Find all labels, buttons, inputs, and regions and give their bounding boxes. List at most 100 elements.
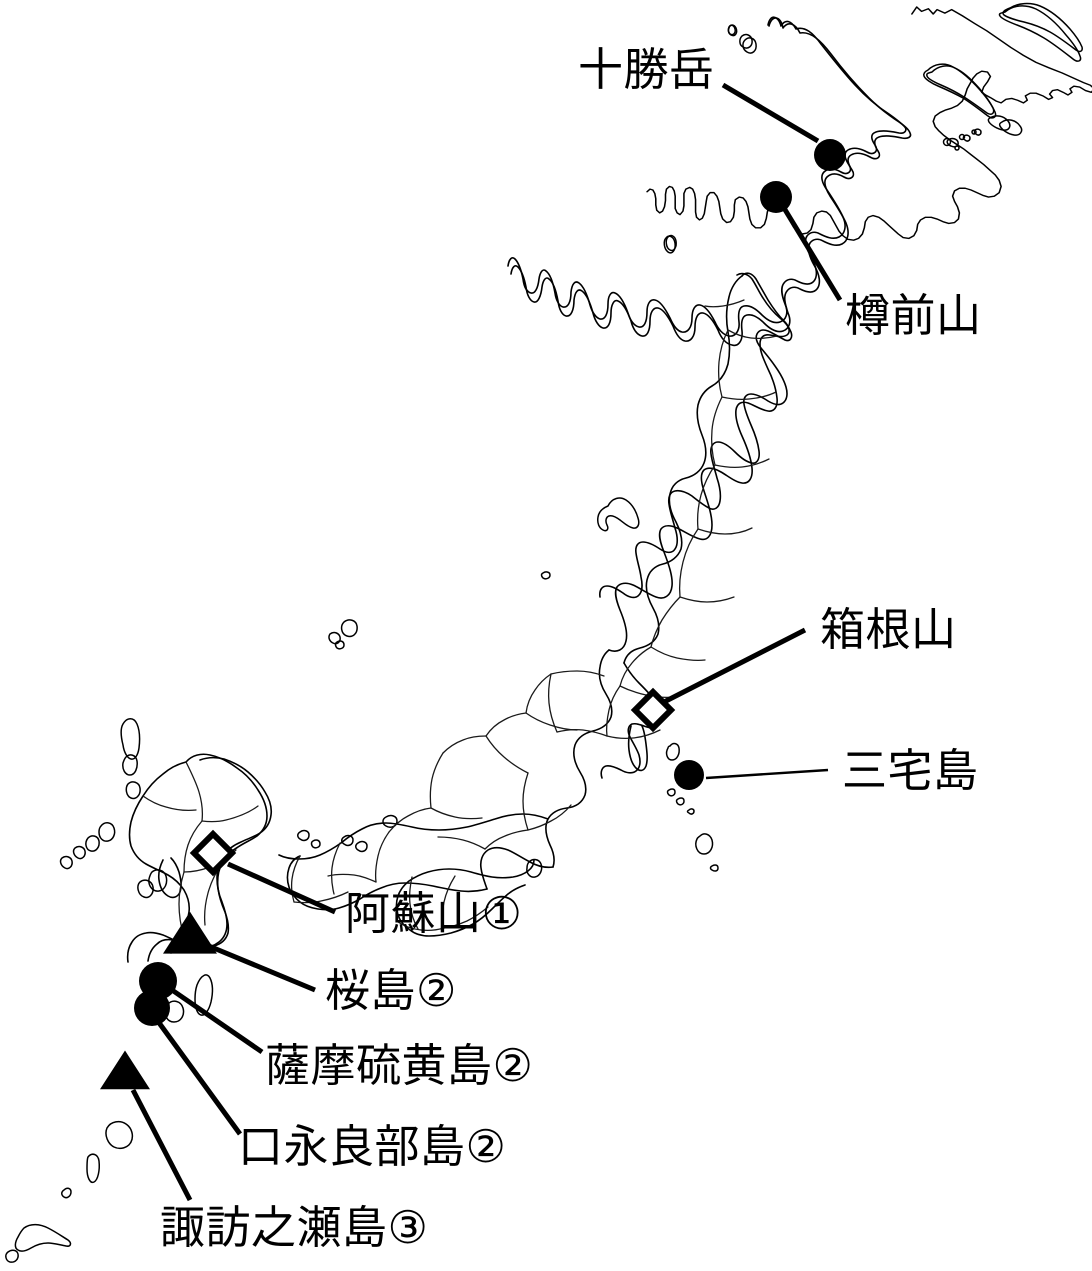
pref-line-15 [605, 685, 621, 737]
miyakejima-leader [705, 768, 829, 780]
sakurajima-leader [203, 941, 316, 993]
label-miyakejima: 三宅島 [842, 744, 979, 797]
island-etorofu [1002, 2, 1083, 53]
island-tokara-1 [105, 1120, 134, 1150]
region-chubu-kanto [545, 649, 613, 868]
seto-islet-3 [297, 829, 310, 842]
pref-line-2 [727, 329, 778, 340]
pref-line-7 [696, 464, 716, 530]
pref-line-21 [525, 712, 578, 731]
island-oshima [665, 742, 680, 761]
pref-line-34 [330, 842, 341, 895]
pref-line-10 [679, 596, 735, 603]
pref-line-36 [293, 891, 349, 904]
island-izu-small-4 [695, 833, 714, 855]
region-kinki-chugoku [479, 846, 554, 890]
seto-islet-2 [355, 840, 368, 853]
label-suwanosejima: 諏訪之瀬島③ [160, 1201, 429, 1254]
asosan-leader [226, 861, 337, 915]
island-tokara-3 [61, 1187, 72, 1199]
pref-line-13 [619, 646, 652, 687]
pref-line-3 [717, 329, 729, 398]
island-rebun [739, 33, 753, 49]
island-goto-3 [72, 845, 86, 860]
island-iki-real [125, 781, 141, 800]
hakoneyama-marker [630, 687, 676, 733]
pref-line-16 [606, 729, 661, 740]
island-amami [14, 1223, 72, 1252]
pref-line-20 [525, 673, 552, 714]
island-okushiri-final [663, 235, 676, 254]
tokachidake-leader [721, 82, 820, 144]
island-etorofu-final [998, 5, 1082, 62]
pref-line-28 [437, 836, 486, 850]
prefecture-boundaries [290, 299, 778, 932]
kyushu-pref-1 [185, 761, 204, 822]
island-izu-small-1 [666, 788, 676, 797]
region-tohoku [608, 272, 790, 652]
island-oki-2 [328, 631, 341, 645]
pref-line-40 [408, 876, 419, 930]
island-habomai-4 [954, 145, 960, 151]
island-kunashiri [926, 65, 995, 115]
island-kunashiri-final [923, 63, 997, 119]
hokkaido-island-final [510, 17, 912, 347]
izu-peninsula [627, 725, 648, 772]
island-izu-small-3 [686, 808, 695, 815]
volcano-markers [100, 139, 846, 1090]
label-hakoneyama: 箱根山 [820, 603, 957, 656]
pref-line-27 [484, 829, 529, 850]
miyakejima-marker [674, 760, 704, 790]
suwanosejima-leader [130, 1088, 193, 1202]
island-habomai-b [962, 134, 971, 142]
final-artwork [5, 5, 1082, 1263]
suwanosejima-marker [100, 1050, 150, 1090]
region-tohoku-east [623, 275, 743, 664]
pref-line-33 [327, 873, 377, 883]
label-asosan: 阿蘇山① [345, 887, 523, 940]
island-goto-1 [98, 822, 116, 842]
pref-line-37 [441, 875, 456, 929]
pref-line-24 [442, 735, 487, 754]
kuchinoerabujima-leader [154, 1018, 243, 1136]
hokkaido-coastline [646, 6, 1092, 241]
hokkaido-main [507, 16, 907, 337]
pref-line-23 [485, 735, 529, 774]
honshu-tohoku [599, 272, 793, 599]
kyushu-pref-3 [183, 820, 203, 873]
pref-line-39 [443, 906, 489, 929]
label-sakurajima: 桜島② [325, 964, 457, 1017]
leader-lines [130, 82, 843, 1202]
island-tsushima-south [122, 754, 138, 776]
pref-line-4 [721, 391, 777, 401]
hakoneyama-leader [662, 627, 807, 705]
island-sado [597, 497, 640, 532]
pref-line-1 [704, 299, 745, 308]
island-shikoku [395, 859, 535, 937]
island-amakusa-2 [137, 879, 154, 899]
kyushu-pref-6 [142, 795, 197, 812]
pref-line-18 [547, 673, 558, 733]
island-habomai-3 [971, 129, 977, 135]
island-izu-small-5 [709, 864, 719, 872]
pref-line-5 [710, 396, 723, 466]
pref-line-19 [550, 670, 605, 677]
seto-islet-4 [310, 839, 321, 849]
pref-line-25 [522, 772, 529, 831]
island-habomai-c [973, 128, 982, 136]
pref-line-8 [697, 527, 753, 535]
island-goto-2 [85, 835, 100, 852]
region-chugoku-north [278, 813, 549, 860]
tokachidake-marker [814, 139, 846, 171]
island-habomai-1 [942, 137, 952, 147]
pref-line-12 [650, 646, 706, 662]
region-chugoku-south [286, 855, 488, 911]
pref-line-31 [388, 807, 432, 833]
pref-line-22 [485, 712, 527, 737]
tarumaesan-marker [760, 181, 792, 213]
sakurajima-marker [163, 911, 217, 954]
island-awaji [526, 858, 543, 878]
pref-line-9 [678, 528, 699, 598]
